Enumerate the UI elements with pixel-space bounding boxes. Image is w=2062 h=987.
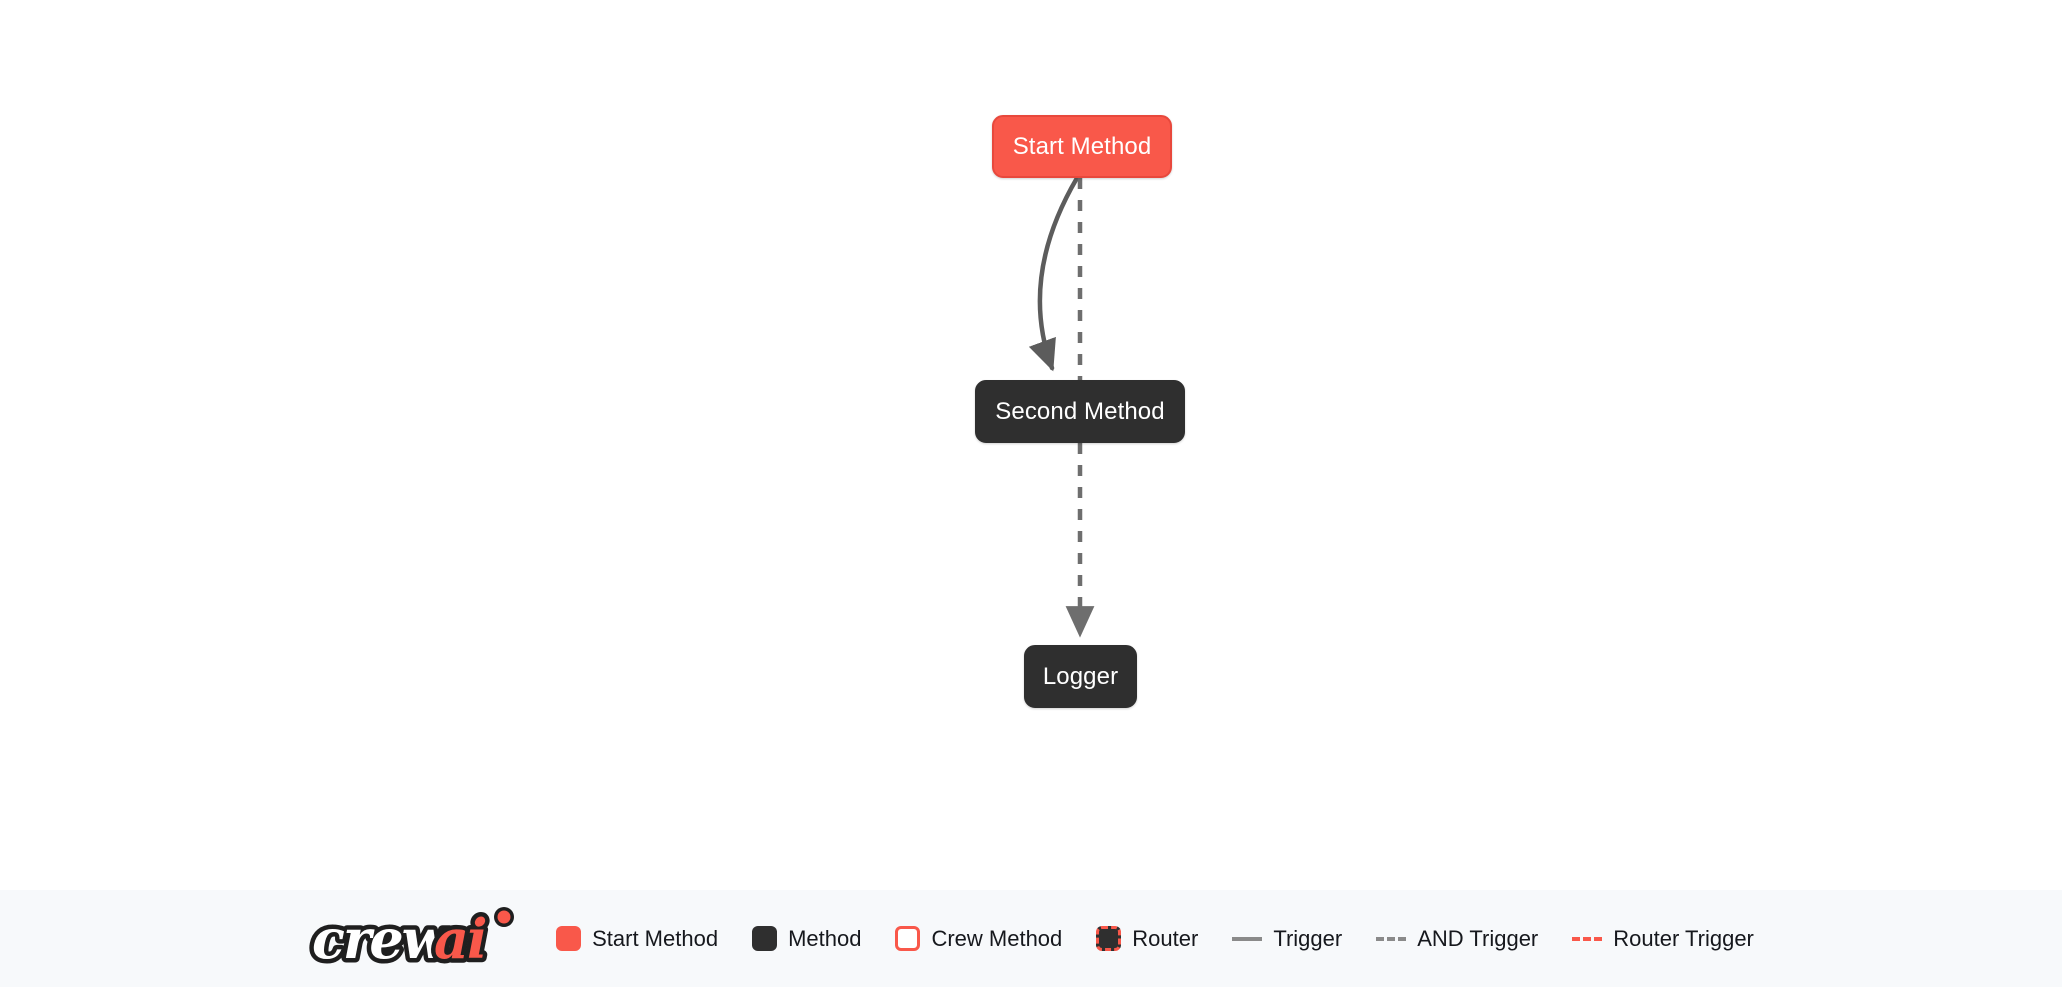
router-swatch-icon — [1096, 926, 1122, 951]
edge-start-to-second-path — [1028, 175, 1080, 372]
legend-item-and-trigger: AND Trigger — [1376, 925, 1539, 951]
crew-method-swatch-icon — [895, 926, 921, 951]
start-method-swatch-icon — [556, 926, 582, 951]
legend-item-crew-method: Crew Method — [895, 926, 1062, 951]
legend-item-router-label: Router — [1132, 925, 1199, 951]
crewai-logo-outline-primary: crew — [312, 907, 451, 971]
legend-item-trigger: Trigger — [1232, 925, 1343, 951]
flow-node-logger-label: Logger — [1042, 662, 1119, 690]
legend-item-start-method-label: Start Method — [592, 925, 719, 951]
flow-node-logger[interactable]: Logger — [1024, 645, 1137, 708]
and-trigger-line-icon — [1376, 936, 1407, 941]
crewai-logo-outline-accent: ai — [434, 907, 486, 971]
legend-item-start-method: Start Method — [556, 926, 718, 951]
trigger-line-icon — [1232, 936, 1263, 941]
flow-node-start-method-label: Start Method — [1012, 132, 1152, 160]
legend-item-router: Router — [1096, 926, 1198, 951]
method-swatch-icon — [752, 926, 778, 951]
legend-item-method: Method — [752, 926, 861, 951]
legend-bar: crew crew ai ai Start Method Method Crew… — [0, 890, 2062, 987]
crewai-logo-dot — [497, 910, 511, 923]
legend-item-router-trigger-label: Router Trigger — [1613, 925, 1754, 951]
legend-item-method-label: Method — [788, 925, 862, 951]
crewai-logo-text-accent: ai — [434, 907, 486, 971]
crewai-logo-text-primary: crew — [312, 907, 451, 971]
legend-item-crew-method-label: Crew Method — [931, 925, 1063, 951]
crewai-logo: crew crew ai ai — [308, 904, 515, 974]
flow-node-second-method[interactable]: Second Method — [975, 380, 1185, 443]
legend-item-router-trigger: Router Trigger — [1572, 925, 1754, 951]
legend-item-and-trigger-label: AND Trigger — [1417, 925, 1539, 951]
flow-node-start-method[interactable]: Start Method — [992, 115, 1172, 178]
flow-canvas[interactable]: Start Method Second Method Logger — [0, 0, 2062, 890]
router-trigger-line-icon — [1572, 936, 1603, 941]
legend-item-trigger-label: Trigger — [1273, 925, 1343, 951]
flow-node-second-method-label: Second Method — [995, 397, 1165, 425]
